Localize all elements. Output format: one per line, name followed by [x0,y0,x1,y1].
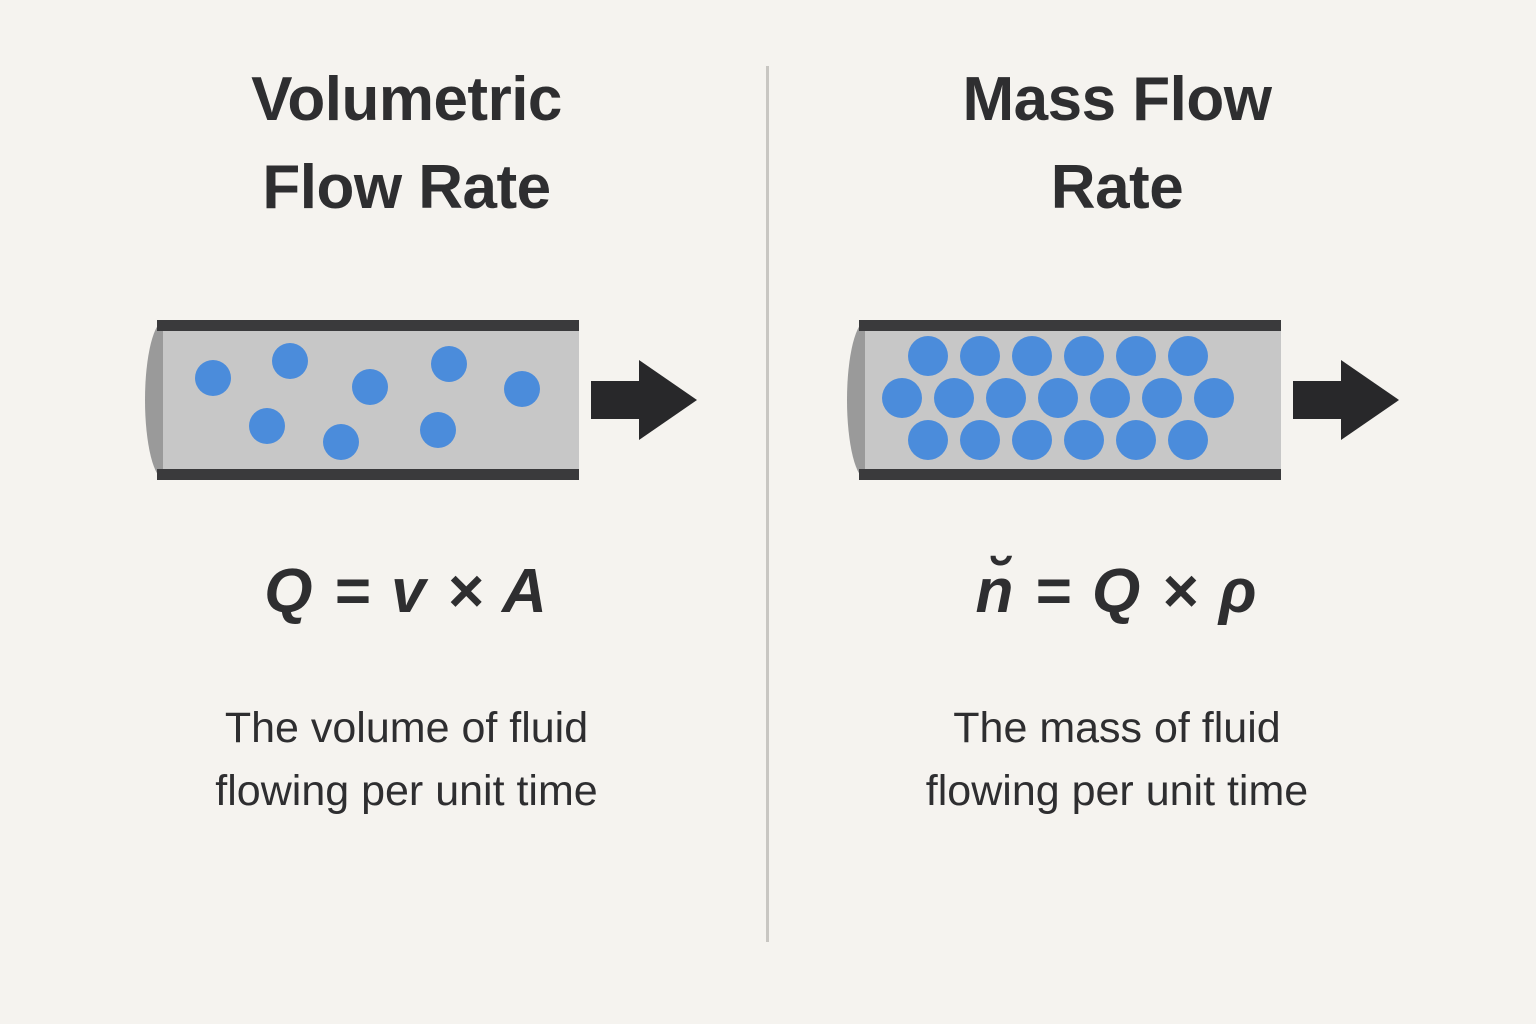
sparse-fluid-particles [194,343,540,461]
fluid-particle [1012,420,1052,461]
mass-title: Mass Flow Rate [962,65,1272,223]
vertical-divider [766,66,769,942]
fluid-particle [503,371,540,408]
pipe-top-edge [859,320,1281,332]
volumetric-formula: Q = v × A [264,557,549,627]
volumetric-title: Volumetric Flow Rate [251,65,562,223]
panel-volumetric-flow-rate: Volumetric Flow Rate Q = v × A The volum… [139,65,699,816]
volumetric-description: The volume of fluid flowing per unit tim… [215,704,598,816]
fluid-particle [908,420,948,461]
fluid-particle [1064,420,1104,461]
fluid-particle [194,360,231,397]
fluid-particle [322,424,359,461]
fluid-particle [1038,378,1078,419]
fluid-particle [960,420,1000,461]
fluid-particle [1012,336,1052,377]
fluid-particle [960,336,1000,377]
fluid-particle [419,412,456,449]
fluid-particle [882,378,922,419]
mass-description: The mass of fluid flowing per unit time [925,704,1309,816]
fluid-particle [430,346,467,383]
fluid-particle [1116,420,1156,461]
fluid-particle [986,378,1026,419]
pipe-bottom-edge [156,469,579,481]
fluid-particle [1142,378,1182,419]
pipe-top-edge [156,320,579,332]
fluid-particle [1064,336,1104,377]
fluid-particle [908,336,948,377]
dense-fluid-particles [882,336,1234,461]
flow-direction-arrow [1293,360,1399,441]
fluid-particle [1168,420,1208,461]
fluid-particle [1090,378,1130,419]
pipe-bottom-edge [859,469,1281,481]
mass-pipe-svg [847,320,1399,481]
mass-pipe-illustration [841,320,1401,481]
fluid-particle [271,343,308,380]
volumetric-pipe-illustration [139,320,699,481]
volumetric-pipe-svg [144,320,697,481]
fluid-particle [1194,378,1234,419]
flow-direction-arrow [590,360,697,441]
fluid-particle [1168,336,1208,377]
fluid-particle [1116,336,1156,377]
fluid-particle [351,369,388,406]
fluid-particle [934,378,974,419]
fluid-particle [248,408,285,445]
mass-formula: n̆ = Q × ρ [975,557,1259,627]
panel-mass-flow-rate: Mass Flow Rate n̆ = Q × ρ The mass of fl… [768,0,1536,1024]
